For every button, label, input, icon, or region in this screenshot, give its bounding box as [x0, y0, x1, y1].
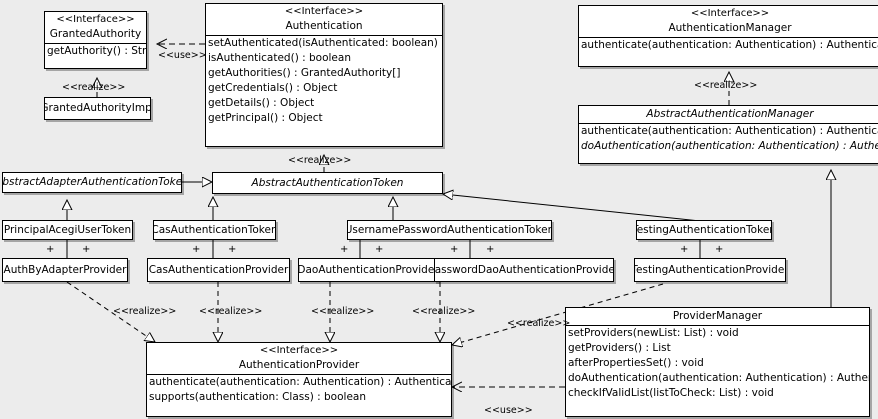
class-authentication[interactable]: <<Interface>> Authentication setAuthenti…: [205, 3, 443, 147]
class-testing-authentication-provider[interactable]: TestingAuthenticationProvider: [634, 258, 786, 282]
class-name: GrantedAuthorityImpl: [44, 102, 151, 114]
class-name: PrincipalAcegiUserToken: [3, 223, 132, 236]
class-principal-acegi-user-token[interactable]: PrincipalAcegiUserToken: [2, 220, 133, 240]
class-name: TestingAuthenticationProvider: [634, 263, 786, 276]
operations-compartment: authenticate(authentication: Authenticat…: [147, 375, 451, 405]
label-realize-testing-authentication-provider: <<realize>>: [507, 318, 571, 329]
class-stereotype: <<Interface>>: [690, 8, 770, 19]
class-authentication-provider[interactable]: <<Interface>> AuthenticationProvider aut…: [146, 342, 452, 417]
operation-row: getProviders() : List: [568, 342, 671, 354]
class-name: AbstractAdapterAuthenticationToken: [2, 176, 182, 188]
class-name: PasswordDaoAuthenticationProvider: [434, 263, 614, 276]
operation-row: isAuthenticated() : boolean: [208, 52, 351, 64]
operations-compartment: authenticate(authentication: Authenticat…: [579, 38, 878, 53]
operation-row: setProviders(newList: List) : void: [568, 327, 739, 339]
class-cas-authentication-token[interactable]: CasAuthenticationToken: [153, 220, 276, 240]
operation-row: checkIfValidList(listToCheck: List) : vo…: [568, 387, 774, 399]
class-abstract-adapter-authentication-token[interactable]: AbstractAdapterAuthenticationToken: [2, 172, 182, 193]
label-realize-auth-by-adapter-provider: <<realize>>: [113, 306, 177, 317]
label-realize-abstract-authentication-token: <<realize>>: [288, 155, 352, 166]
operation-row: getCredentials() : Object: [208, 82, 338, 94]
assoc-marker: +: [46, 244, 55, 255]
class-name: AbstractAuthenticationManager: [646, 108, 814, 120]
class-stereotype: <<Interface>>: [284, 6, 364, 17]
assoc-marker: +: [450, 244, 459, 255]
class-header: ProviderManager: [566, 308, 869, 325]
assoc-marker: +: [228, 244, 237, 255]
class-abstract-authentication-token[interactable]: AbstractAuthenticationToken: [212, 172, 443, 194]
compartment-separator: [206, 35, 442, 36]
assoc-marker: +: [680, 244, 689, 255]
label-realize-granted-authority-impl: <<realize>>: [62, 82, 126, 93]
assoc-marker: +: [486, 244, 495, 255]
label-realize-dao-authentication-provider: <<realize>>: [311, 306, 375, 317]
compartment-separator: [566, 325, 869, 326]
label-use-provider-manager: <<use>>: [484, 405, 533, 416]
assoc-marker: +: [192, 244, 201, 255]
class-header: <<Interface>> AuthenticationProvider: [147, 343, 451, 374]
operation-row: doAuthentication(authentication: Authent…: [568, 372, 869, 384]
class-abstract-authentication-manager[interactable]: AbstractAuthenticationManager authentica…: [578, 105, 878, 164]
class-testing-authentication-token[interactable]: TestingAuthenticationToken: [636, 220, 772, 240]
compartment-separator: [579, 123, 878, 124]
operation-row: authenticate(authentication: Authenticat…: [149, 376, 452, 388]
class-name: CasAuthenticationProvider: [148, 263, 289, 276]
class-header: <<Interface>> Authentication: [206, 4, 442, 35]
operations-compartment: setAuthenticated(isAuthenticated: boolea…: [206, 36, 442, 126]
class-name: AbstractAuthenticationToken: [251, 176, 404, 189]
operation-row: authenticate(authentication: Authenticat…: [581, 39, 878, 51]
class-name: TestingAuthenticationToken: [636, 223, 772, 236]
assoc-marker: +: [340, 244, 349, 255]
class-auth-by-adapter-provider[interactable]: AuthByAdapterProvider: [2, 258, 128, 282]
operation-row: getPrincipal() : Object: [208, 112, 323, 124]
class-dao-authentication-provider[interactable]: DaoAuthenticationProvider: [298, 258, 438, 282]
operation-row: getAuthority() : String: [47, 45, 147, 57]
label-realize-password-dao-authentication-provider: <<realize>>: [412, 306, 476, 317]
class-name: CasAuthenticationToken: [153, 223, 276, 236]
compartment-separator: [579, 37, 878, 38]
class-name: Authentication: [285, 20, 363, 32]
class-name: DaoAuthenticationProvider: [298, 263, 438, 276]
class-granted-authority-impl[interactable]: GrantedAuthorityImpl: [44, 97, 151, 120]
class-header: AbstractAuthenticationManager: [579, 106, 878, 123]
operation-row: doAuthentication(authentication: Authent…: [581, 140, 878, 152]
operations-compartment: setProviders(newList: List) : void getPr…: [566, 326, 869, 401]
class-granted-authority[interactable]: <<Interface>> GrantedAuthority getAuthor…: [44, 11, 147, 69]
class-cas-authentication-provider[interactable]: CasAuthenticationProvider: [147, 258, 290, 282]
label-realize-abstract-authentication-manager: <<realize>>: [694, 80, 758, 91]
class-name: AuthenticationProvider: [238, 359, 360, 371]
operation-row: getDetails() : Object: [208, 97, 315, 109]
operation-row: setAuthenticated(isAuthenticated: boolea…: [208, 37, 442, 49]
assoc-marker: +: [715, 244, 724, 255]
class-name: GrantedAuthority: [49, 28, 142, 40]
label-use-granted-authority: <<use>>: [158, 50, 207, 61]
assoc-marker: +: [82, 244, 91, 255]
class-name: AuthenticationManager: [668, 22, 792, 34]
class-name: ProviderManager: [672, 310, 763, 322]
label-realize-cas-authentication-provider: <<realize>>: [199, 306, 263, 317]
class-provider-manager[interactable]: ProviderManager setProviders(newList: Li…: [565, 307, 870, 417]
edge-generalize-testing-token: [443, 194, 701, 222]
class-name: AuthByAdapterProvider: [3, 263, 127, 276]
operation-row: authenticate(authentication: Authenticat…: [581, 125, 878, 137]
compartment-separator: [147, 374, 451, 375]
operation-row: afterPropertiesSet() : void: [568, 357, 704, 369]
assoc-marker: +: [375, 244, 384, 255]
operation-row: supports(authentication: Class) : boolea…: [149, 391, 366, 403]
class-header: <<Interface>> AuthenticationManager: [579, 6, 878, 37]
class-header: <<Interface>> GrantedAuthority: [45, 12, 146, 43]
class-name: UsernamePasswordAuthenticationToken: [347, 223, 552, 236]
class-password-dao-authentication-provider[interactable]: PasswordDaoAuthenticationProvider: [434, 258, 614, 282]
class-stereotype: <<Interface>>: [56, 14, 135, 25]
operations-compartment: getAuthority() : String: [45, 44, 146, 59]
operation-row: getAuthorities() : GrantedAuthority[]: [208, 67, 401, 79]
compartment-separator: [45, 43, 146, 44]
operations-compartment: authenticate(authentication: Authenticat…: [579, 124, 878, 154]
class-authentication-manager[interactable]: <<Interface>> AuthenticationManager auth…: [578, 5, 878, 67]
class-stereotype: <<Interface>>: [259, 345, 339, 356]
class-username-password-authentication-token[interactable]: UsernamePasswordAuthenticationToken: [347, 220, 552, 240]
